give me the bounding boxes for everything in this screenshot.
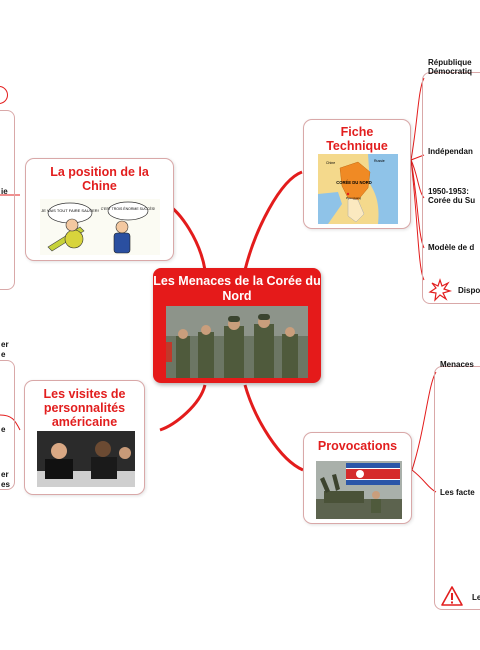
node-visites[interactable]: Les visites de personnalités américaine [24, 380, 145, 495]
provocations-photo [316, 461, 402, 519]
left-fragment-5: er [1, 470, 9, 479]
left-partial-box-bottom [0, 360, 15, 490]
fiche-item-2[interactable]: Indépendan [428, 147, 473, 156]
provocations-subitems-box [434, 366, 480, 610]
map-label-chine: Chine [326, 161, 335, 165]
left-fragment-2: er [1, 340, 9, 349]
map-label-coree: CORÉE DU NORD [336, 180, 372, 185]
node-fiche-title: Fiche Technique [326, 125, 388, 153]
chine-bubble-1: JE VAIS TOUT FAIRE SAUTER! [41, 208, 99, 213]
map-label-russie: Russie [374, 159, 385, 163]
left-partial-box-top [0, 110, 15, 290]
soldiers-photo [166, 306, 308, 378]
fiche-subitems-box [422, 72, 480, 304]
chine-bubble-2: C'EST TROIS ÉNORME SUCCÈS! [101, 206, 155, 211]
node-chine[interactable]: La position de la Chine JE VAIS TOUT FAI… [25, 158, 174, 261]
left-fragment-3: e [1, 350, 6, 359]
central-topic[interactable]: Les Menaces de la Corée du Nord [153, 268, 321, 383]
chine-cartoon-image: JE VAIS TOUT FAIRE SAUTER! C'EST TROIS É… [40, 199, 160, 255]
left-fragment-4: e [1, 425, 6, 434]
node-fiche[interactable]: Fiche Technique CORÉE DU NORD Pyongyang … [303, 119, 411, 229]
left-fragment-1: ie [1, 187, 8, 196]
fiche-item-1[interactable]: République Démocratiq [428, 58, 473, 76]
central-topic-title: Les Menaces de la Corée du Nord [153, 274, 321, 303]
fiche-item-5: Dispo [458, 286, 480, 295]
node-provocations[interactable]: Provocations [303, 432, 412, 524]
map-label-city: Pyongyang [346, 196, 361, 200]
korea-map-image: CORÉE DU NORD Pyongyang Chine Russie [318, 154, 398, 224]
left-fragment-6: es [1, 480, 10, 489]
node-provocations-title: Provocations [317, 439, 398, 453]
provocations-item-1[interactable]: Menaces [440, 360, 474, 369]
fiche-item-3[interactable]: 1950-1953: Corée du Su [428, 187, 476, 205]
node-chine-title: La position de la Chine [50, 165, 149, 193]
fiche-item-4[interactable]: Modèle de d [428, 243, 475, 252]
warning-icon [441, 586, 463, 606]
explosion-icon [428, 278, 452, 302]
provocations-item-3: Le [472, 593, 480, 602]
provocations-item-2[interactable]: Les facte [440, 488, 475, 497]
visites-photo [37, 431, 135, 487]
node-visites-title: Les visites de personnalités américaine [43, 387, 126, 429]
